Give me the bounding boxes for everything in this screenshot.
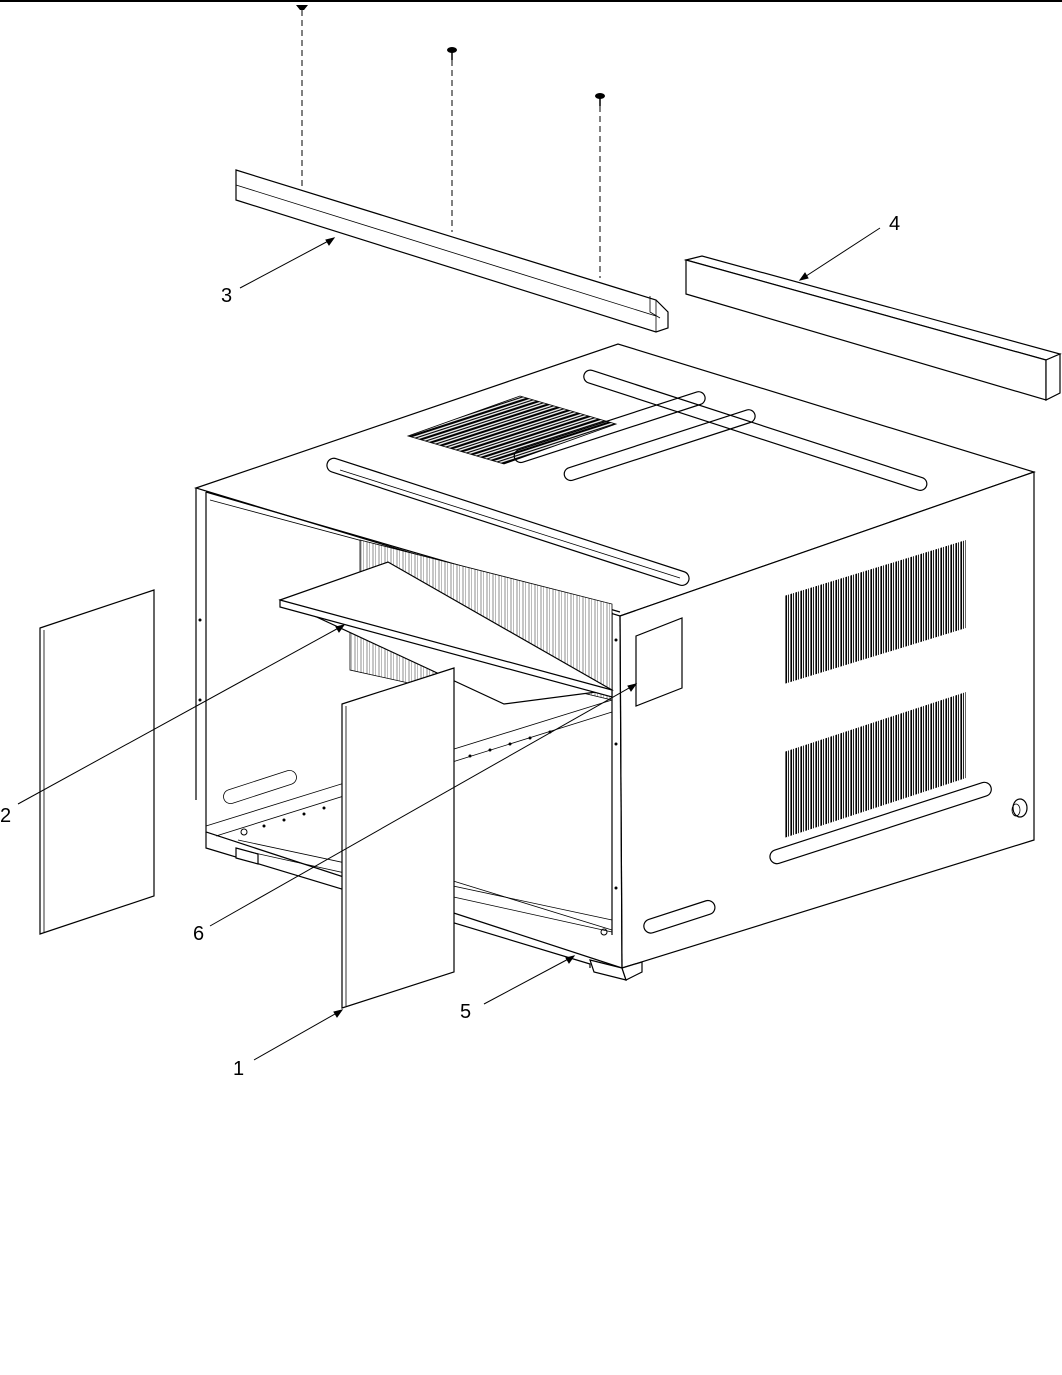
- callout-5: 5: [460, 1001, 471, 1023]
- callout-6: 6: [193, 923, 204, 945]
- part-3-rail: [235, 169, 669, 333]
- screw-1: [296, 5, 308, 188]
- callout-4: 4: [889, 213, 900, 235]
- screw-3: [595, 93, 605, 278]
- left-panel: [39, 589, 155, 935]
- leader-lines: [17, 227, 881, 1061]
- screws: [296, 5, 605, 278]
- callouts: 1 2 3 4 5 6: [0, 213, 900, 1080]
- part-1-panel: [341, 667, 455, 1009]
- callout-2: 2: [0, 805, 11, 827]
- callout-3: 3: [221, 285, 232, 307]
- part-4-seal: [683, 255, 1062, 401]
- callout-1: 1: [233, 1058, 244, 1080]
- top-ribs: [326, 369, 928, 587]
- cabinet: [194, 343, 1036, 981]
- screw-2: [447, 47, 457, 232]
- part-2-shelf: [278, 561, 614, 705]
